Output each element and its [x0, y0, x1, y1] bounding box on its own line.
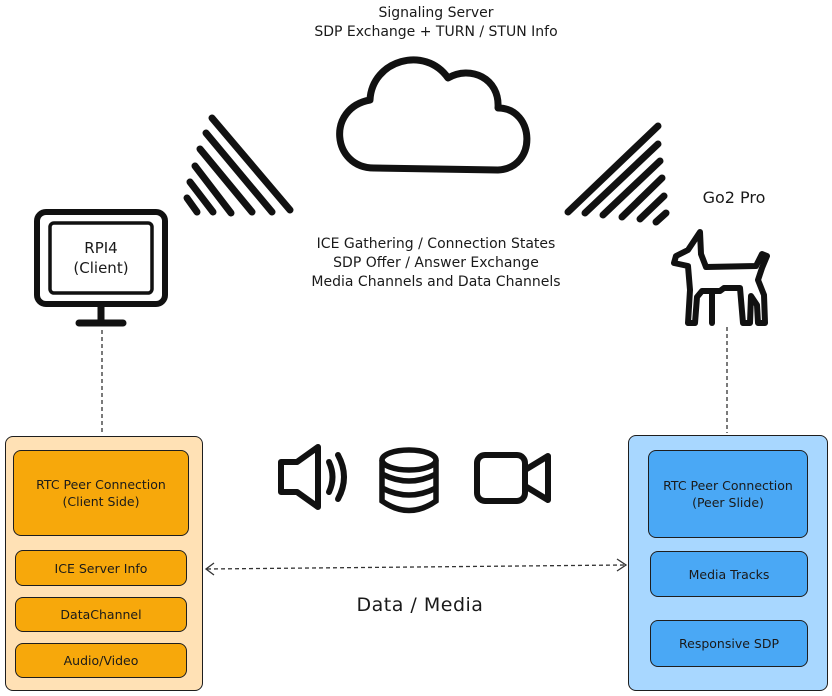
- signal-waves-icon-left: [183, 114, 294, 217]
- monitor-label-line-1: RPI4: [84, 239, 118, 257]
- signaling-server-label: Signaling Server SDP Exchange + TURN / S…: [236, 4, 636, 42]
- go2-pro-label: Go2 Pro: [702, 188, 766, 207]
- video-camera-icon: [474, 452, 551, 504]
- center-info-line-3: Media Channels and Data Channels: [311, 274, 561, 290]
- signaling-line-1: Signaling Server: [378, 5, 494, 21]
- signal-waves-icon-right: [564, 122, 670, 226]
- media-tracks-box: Media Tracks: [650, 551, 808, 597]
- datachannel-box: DataChannel: [15, 597, 187, 632]
- client-peer-connection-box: RTC Peer Connection (Client Side): [13, 450, 189, 536]
- client-peer-connection-label: RTC Peer Connection (Client Side): [36, 477, 166, 509]
- monitor-label-line-2: (Client): [73, 259, 129, 277]
- dog-robot-icon: [671, 229, 770, 326]
- monitor-label: RPI4 (Client): [55, 238, 147, 278]
- responsive-sdp-box: Responsive SDP: [650, 620, 808, 667]
- center-info-line-1: ICE Gathering / Connection States: [316, 236, 556, 252]
- database-icon: [379, 447, 439, 514]
- connection-info-label: ICE Gathering / Connection States SDP Of…: [236, 235, 636, 292]
- speaker-icon: [278, 444, 347, 510]
- data-media-label: Data / Media: [356, 594, 484, 616]
- audio-video-box: Audio/Video: [15, 643, 187, 678]
- datachannel-label: DataChannel: [60, 607, 142, 622]
- responsive-sdp-label: Responsive SDP: [679, 636, 779, 651]
- ice-server-info-label: ICE Server Info: [54, 560, 148, 576]
- ice-server-info-box: ICE Server Info: [15, 550, 187, 586]
- data-media-arrow: [204, 558, 628, 576]
- audio-video-label: Audio/Video: [63, 653, 139, 668]
- peer-connection-box: RTC Peer Connection (Peer Slide): [648, 450, 808, 538]
- cloud-icon: [336, 56, 531, 174]
- monitor-icon: [34, 209, 168, 327]
- center-info-line-2: SDP Offer / Answer Exchange: [333, 255, 539, 271]
- signaling-line-2: SDP Exchange + TURN / STUN Info: [314, 24, 558, 40]
- peer-connection-label: RTC Peer Connection (Peer Slide): [663, 478, 793, 510]
- media-tracks-label: Media Tracks: [688, 566, 770, 582]
